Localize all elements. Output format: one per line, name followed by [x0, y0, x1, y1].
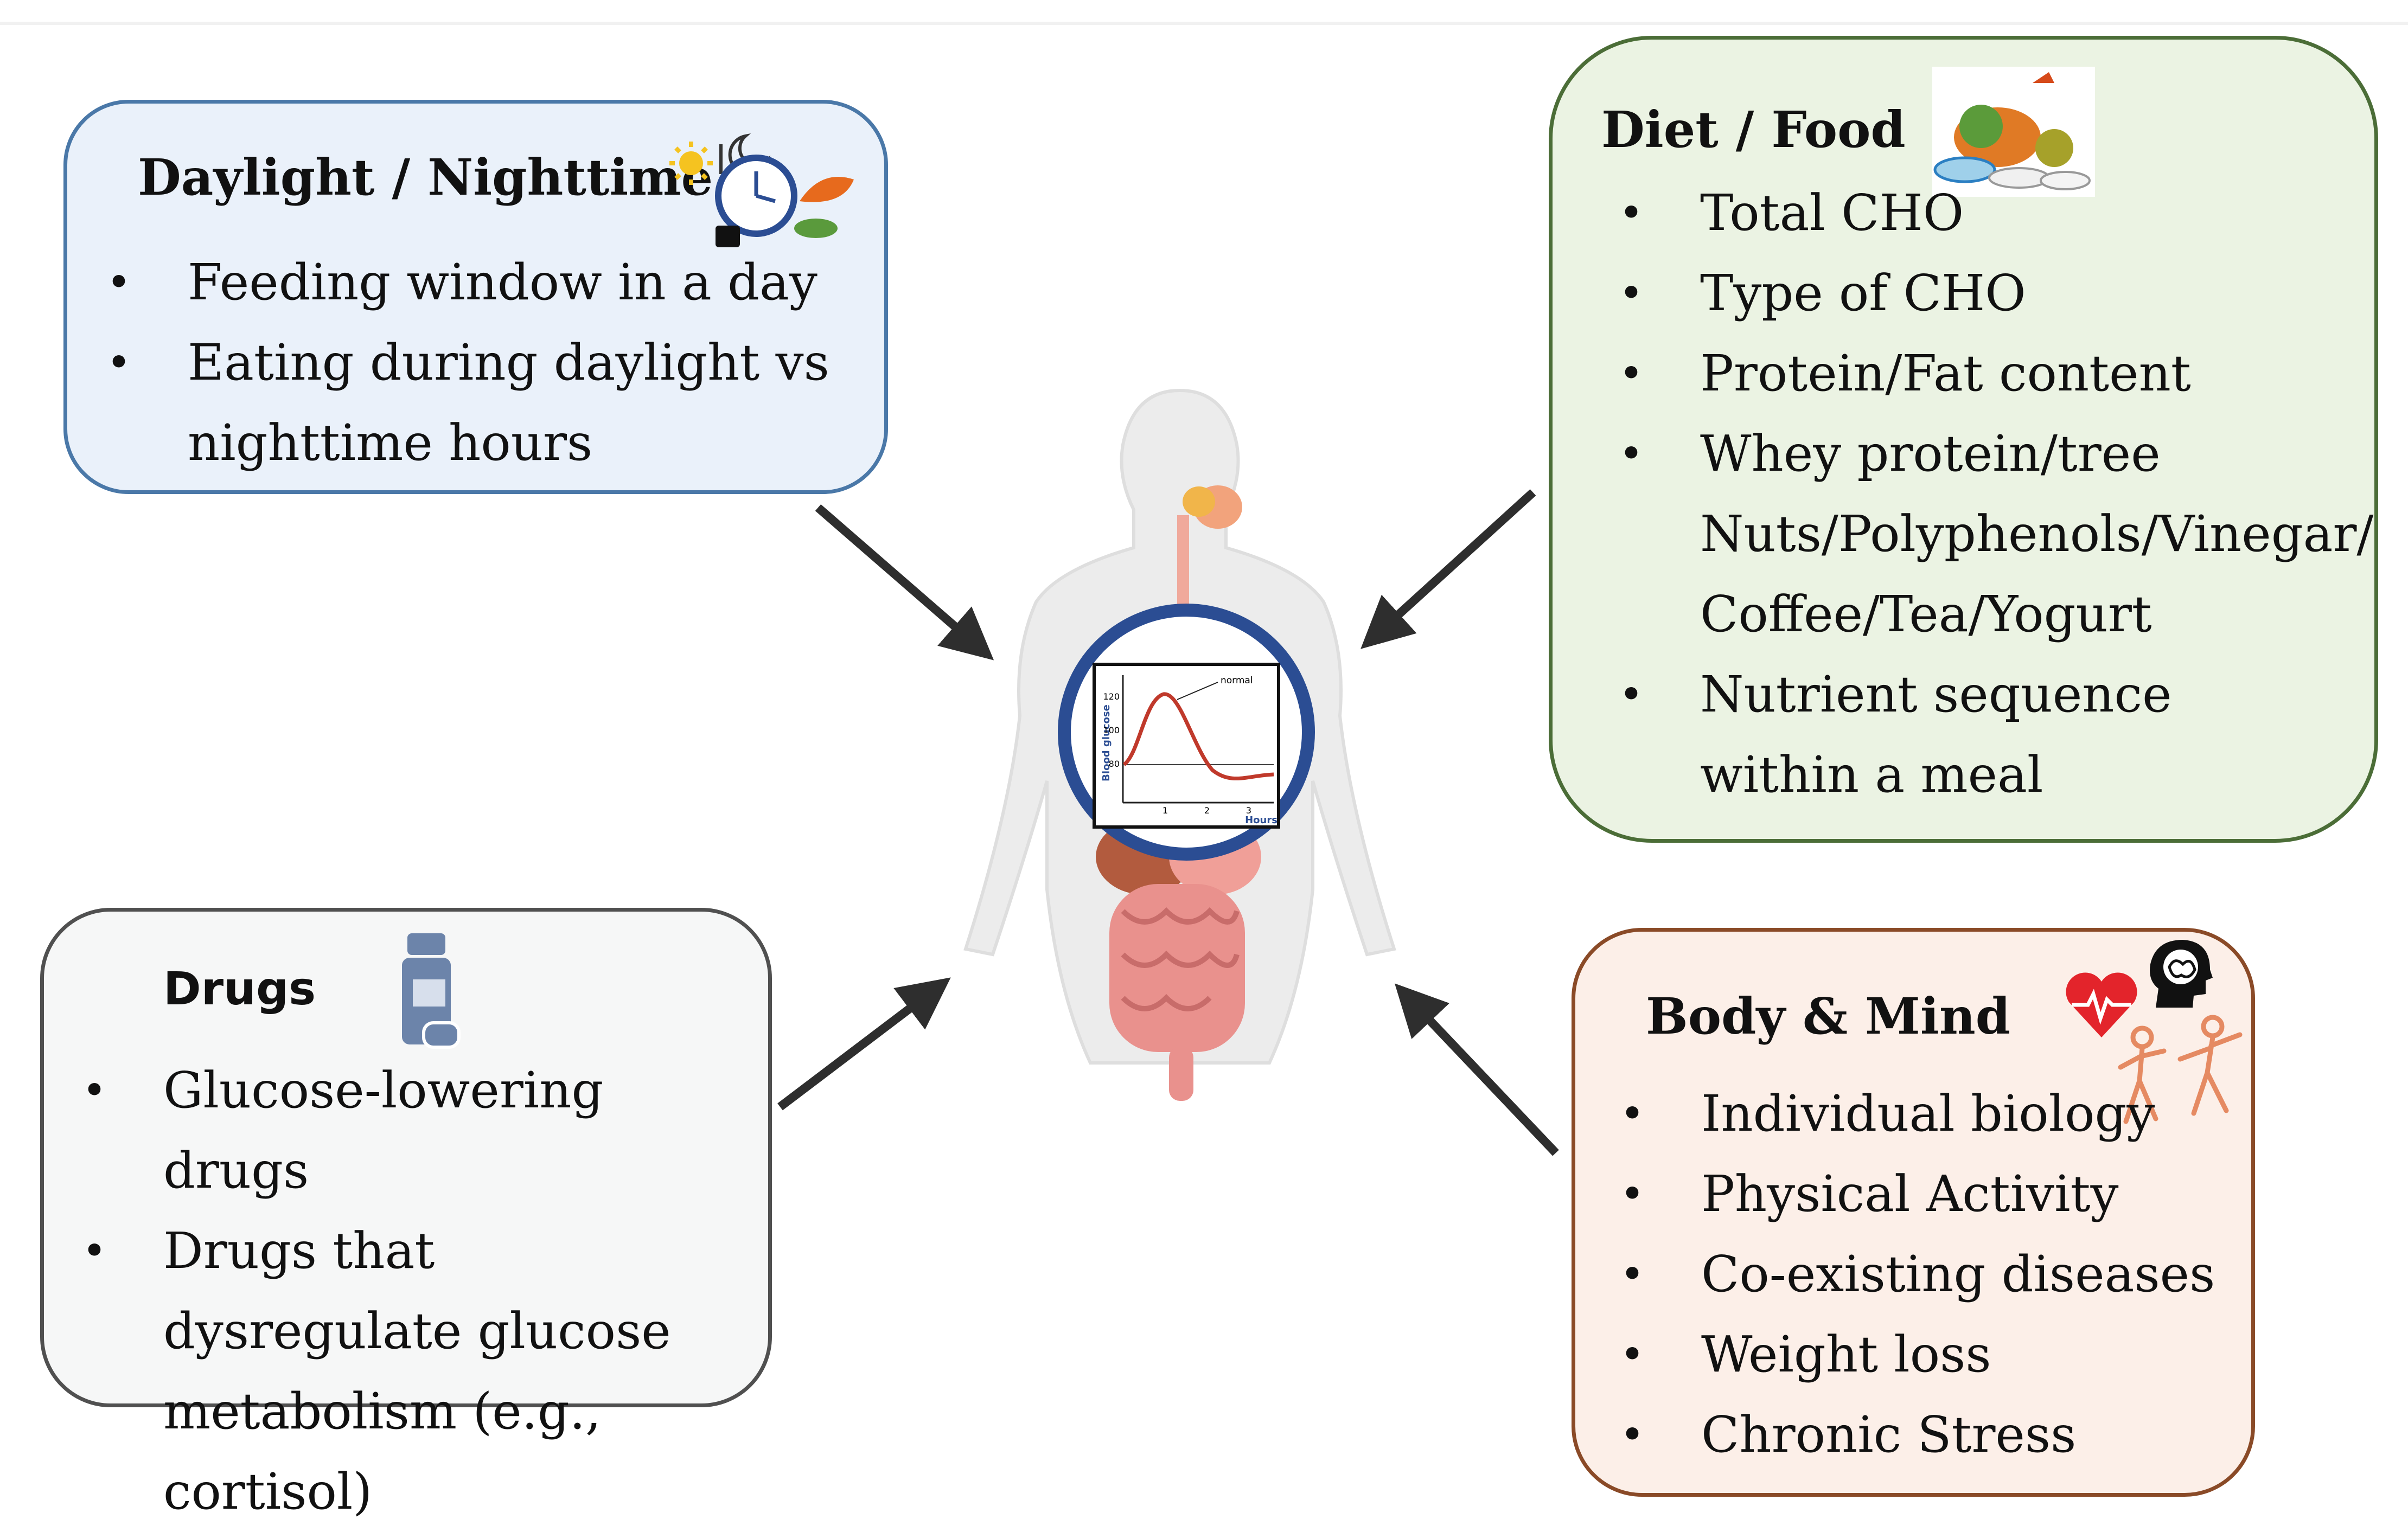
pill-bottle-icon	[402, 933, 461, 1049]
chart-xtick: 3	[1246, 805, 1251, 816]
body-mind-box: Body & Mind Individual biology Physical …	[1572, 928, 2255, 1497]
list-item: Nutrient sequence within a meal	[1619, 655, 2346, 815]
list-item: Drugs that dysregulate glucose metabolis…	[82, 1211, 744, 1532]
chart-xtick: 2	[1204, 805, 1210, 816]
body-mind-title: Body & Mind	[1646, 987, 2011, 1046]
list-item: Feeding window in a day	[106, 242, 866, 323]
glucose-curve	[1122, 692, 1274, 781]
heart-pulse-icon	[2066, 972, 2137, 1037]
list-item: Protein/Fat content	[1619, 334, 2346, 414]
chart-ylabel: Blood glucose	[1101, 704, 1112, 781]
arrow-from-diet	[1361, 489, 1536, 649]
list-item: Total CHO	[1619, 173, 2346, 253]
diet-list: Total CHO Type of CHO Protein/Fat conten…	[1619, 173, 2373, 815]
food-icon	[800, 177, 854, 202]
chart-ytick: 100	[1103, 725, 1120, 735]
list-item: Chronic Stress	[1620, 1395, 2233, 1475]
top-divider	[0, 22, 2408, 25]
arrow-from-daylight	[815, 504, 994, 661]
list-item: Physical Activity	[1620, 1154, 2233, 1234]
list-item: Glucose-lowering drugs	[82, 1050, 744, 1211]
daylight-list: Feeding window in a day Eating during da…	[106, 242, 866, 483]
intestines	[1109, 884, 1245, 1052]
rectum	[1169, 1047, 1193, 1101]
curve-label: normal	[1221, 675, 1253, 686]
sun-icon	[669, 142, 713, 185]
list-item: Whey protein/tree Nuts/Polyphenols/Vineg…	[1619, 414, 2373, 655]
daylight-title: Daylight / Nighttime	[138, 148, 713, 207]
drugs-title: Drugs	[163, 962, 316, 1015]
list-item: Eating during daylight vs nighttime hour…	[106, 323, 866, 483]
coffee-cup-icon	[716, 226, 740, 247]
chart-ytick: 80	[1109, 759, 1120, 769]
daylight-nighttime-box: Daylight / Nighttime Feeding window in	[63, 100, 888, 494]
drugs-box: Drugs Glucose-lowering drugs Drugs that …	[40, 908, 772, 1521]
diet-food-box: Diet / Food Total CHO Type of CHO Protei…	[1549, 36, 2378, 843]
list-item: Type of CHO	[1619, 253, 2346, 334]
drugs-list: Glucose-lowering drugs Drugs that dysreg…	[82, 1050, 744, 1532]
brain-head-icon	[2150, 940, 2213, 1008]
glucose-chart: Blood glucose 120 100 80 1 2 3 Hours nor…	[1093, 663, 1280, 829]
curve-label-leader	[1177, 682, 1218, 700]
chart-ytick: 120	[1103, 691, 1120, 702]
diet-title: Diet / Food	[1601, 100, 1906, 159]
list-item: Weight loss	[1620, 1315, 2233, 1395]
chart-xtick: 1	[1163, 805, 1168, 816]
chart-frame	[1093, 663, 1280, 829]
body-mind-list: Individual biology Physical Activity Co-…	[1620, 1074, 2233, 1475]
arrow-from-body	[1394, 983, 1559, 1156]
list-item: Individual biology	[1620, 1074, 2233, 1154]
list-item: Co-existing diseases	[1620, 1234, 2233, 1315]
arrow-from-drugs	[777, 977, 951, 1111]
human-body-illustration: Blood glucose 120 100 80 1 2 3 Hours nor…	[963, 388, 1396, 1101]
clock-meal-icon	[669, 133, 854, 247]
chart-xlabel: Hours	[1245, 815, 1278, 826]
